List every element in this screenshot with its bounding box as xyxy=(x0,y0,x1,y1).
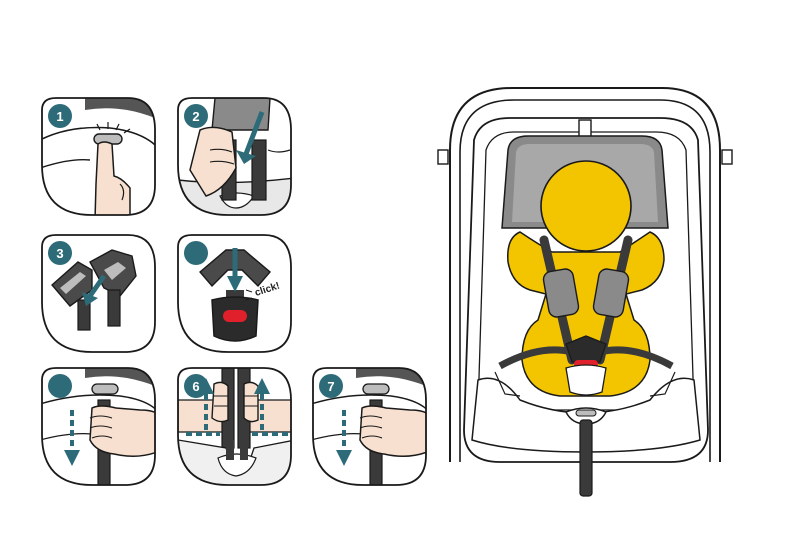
step-1-number: 1 xyxy=(56,109,63,124)
step-6-panel: 6 xyxy=(178,368,295,490)
step-5-badge xyxy=(48,374,72,398)
step-4-panel: click! xyxy=(178,235,291,352)
right-shoulder-strap xyxy=(252,140,266,200)
adjuster-strap-main xyxy=(580,420,592,496)
car-seat-overview xyxy=(438,88,732,496)
step-1-panel: 1 xyxy=(40,98,160,220)
step-3-number: 3 xyxy=(56,246,63,261)
step-3-panel: 3 xyxy=(42,235,155,352)
step-6-number: 6 xyxy=(192,379,199,394)
buckle-release-button xyxy=(223,310,247,322)
pulling-hand xyxy=(360,406,432,456)
left-hand xyxy=(212,382,228,421)
step-2-number: 2 xyxy=(192,109,199,124)
right-hand xyxy=(244,382,258,421)
step-7-panel: 7 xyxy=(311,368,432,490)
pulling-hand xyxy=(90,406,162,456)
crotch-pad xyxy=(566,365,606,395)
step-4-badge xyxy=(184,241,208,265)
step-7-number: 7 xyxy=(327,379,334,394)
step-4-illustration: click! xyxy=(200,248,281,341)
pressing-finger xyxy=(95,142,130,220)
baby-head xyxy=(541,161,631,251)
step-2-panel: 2 xyxy=(178,98,295,220)
step-5-panel xyxy=(40,368,162,490)
